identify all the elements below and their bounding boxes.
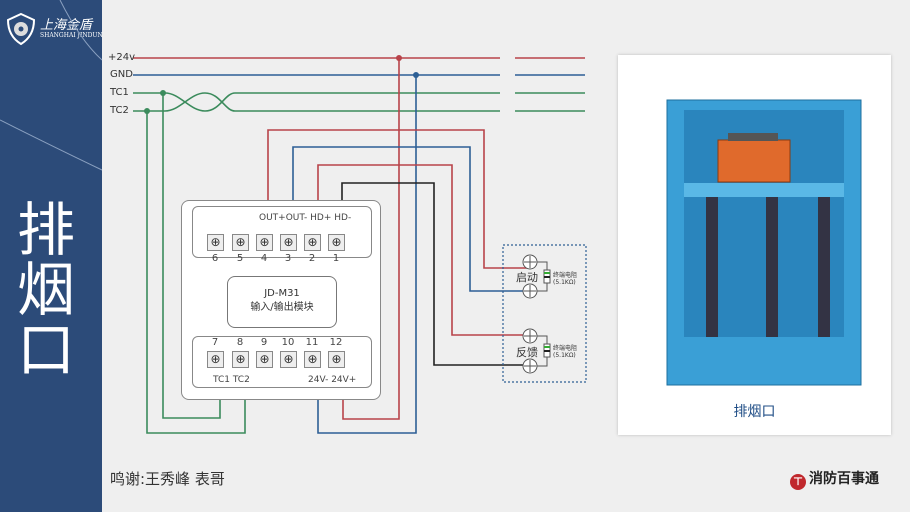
- page-title: 排烟口: [16, 196, 75, 384]
- bottom-terminal-strip: TC1 TC2 24V- 24V+: [192, 336, 372, 388]
- wire-24v-plus: [342, 58, 400, 420]
- terminal-number: 4: [260, 253, 268, 264]
- wire-hd-plus: [317, 164, 528, 336]
- terminal-number: 2: [308, 253, 316, 264]
- device-box: [502, 244, 587, 383]
- top-terminal-strip: OUT+OUT- HD+ HD-: [192, 206, 372, 258]
- terminal-1: ⊕: [328, 234, 345, 251]
- logo-text-en: SHANGHAI JINDUN: [40, 32, 103, 39]
- wire-hd-minus: [341, 182, 528, 366]
- module-model: JD-M31: [264, 288, 300, 299]
- terminal-9: ⊕: [256, 351, 273, 368]
- decorative-arc: [0, 0, 103, 171]
- terminal-number: 12: [329, 337, 343, 348]
- label-tc2: TC2: [110, 105, 129, 116]
- module-name: 输入/输出模块: [250, 302, 314, 313]
- sidebar: 上海金盾 SHANGHAI JINDUN 排烟口: [0, 0, 103, 512]
- brand-name: 消防百事通: [809, 471, 879, 487]
- wire-tc1: [162, 93, 221, 419]
- terminal-7: ⊕: [207, 351, 224, 368]
- label-feedback: 反馈: [516, 346, 538, 359]
- resistor-value: (5.1KΩ): [553, 279, 576, 286]
- terminal-number: 6: [211, 253, 219, 264]
- terminal-2: ⊕: [304, 234, 321, 251]
- label-tc1: TC1: [110, 87, 129, 98]
- resistor-value: (5.1KΩ): [553, 352, 576, 359]
- photo-caption: 排烟口: [733, 404, 776, 420]
- terminal-11: ⊕: [304, 351, 321, 368]
- bus-tc2: [133, 92, 585, 112]
- terminal-10: ⊕: [280, 351, 297, 368]
- damper-photo-card: 排烟口: [618, 55, 891, 435]
- bus-tc1: [133, 92, 585, 112]
- bottom-left-labels: TC1 TC2: [213, 375, 250, 385]
- resistor-label: 终端电阻: [553, 345, 578, 352]
- bottom-right-labels: 24V- 24V+: [308, 375, 357, 385]
- terminal-number: 11: [305, 337, 319, 348]
- bus-lines: [133, 57, 585, 112]
- brand-logo: ⊤消防百事通: [790, 468, 879, 490]
- terminal-number: 9: [260, 337, 268, 348]
- credit-text: 鸣谢:王秀峰 表哥: [110, 470, 225, 488]
- terminal-8: ⊕: [232, 351, 249, 368]
- terminal-number: 10: [281, 337, 295, 348]
- shield-logo-icon: [6, 12, 36, 46]
- resistor-label: 终端电阻: [553, 272, 578, 279]
- wire-24v-minus: [317, 75, 417, 434]
- smoke-damper-image: [666, 99, 862, 386]
- fire-logo-icon: ⊤: [790, 474, 806, 490]
- terminal-number: 5: [236, 253, 244, 264]
- terminal-number: 3: [284, 253, 292, 264]
- terminal-3: ⊕: [280, 234, 297, 251]
- terminal-5: ⊕: [232, 234, 249, 251]
- label-gnd: GND: [110, 69, 133, 80]
- label-24v: +24v: [108, 52, 136, 63]
- terminal-12: ⊕: [328, 351, 345, 368]
- wire-out-minus: [292, 146, 528, 292]
- terminal-number: 7: [211, 337, 219, 348]
- module-label-panel: JD-M31 输入/输出模块: [227, 276, 337, 328]
- terminal-number: 8: [236, 337, 244, 348]
- io-module: OUT+OUT- HD+ HD- ⊕ ⊕ ⊕ ⊕ ⊕ ⊕ 6 5 4 3 2 1…: [181, 200, 381, 400]
- terminal-number: 1: [332, 253, 340, 264]
- top-terminal-labels: OUT+OUT- HD+ HD-: [259, 213, 352, 223]
- wire-out-plus: [267, 129, 528, 269]
- label-start: 启动: [516, 271, 538, 284]
- terminal-6: ⊕: [207, 234, 224, 251]
- terminal-4: ⊕: [256, 234, 273, 251]
- logo: 上海金盾 SHANGHAI JINDUN: [6, 12, 103, 50]
- logo-text-cn: 上海金盾: [40, 18, 93, 33]
- wire-tc2: [146, 111, 246, 434]
